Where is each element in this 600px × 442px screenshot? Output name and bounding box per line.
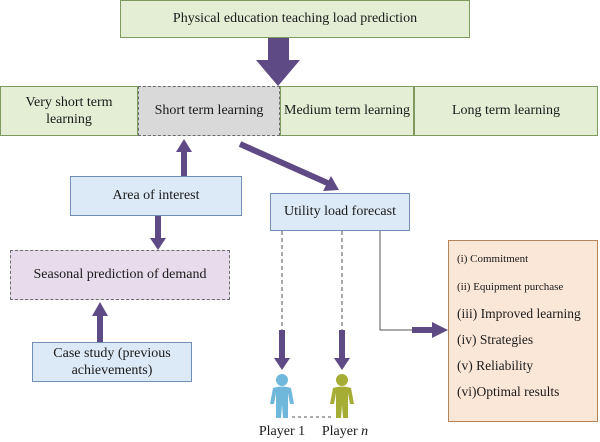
area-up-arrow	[176, 139, 192, 176]
player1-down-arrow	[274, 330, 290, 370]
player1-label: Player 1	[258, 424, 306, 439]
seasonal-prediction-label: Seasonal prediction of demand	[33, 267, 207, 283]
area-of-interest-label: Area of interest	[112, 188, 200, 204]
playern-prefix: Player	[321, 424, 358, 439]
medium-term-label: Medium term learning	[284, 103, 410, 119]
very-short-term-box: Very short term learning	[0, 86, 138, 136]
short-term-box: Short term learning	[138, 86, 280, 136]
results-box: (i) Commitment (ii) Equipment purchase (…	[448, 240, 598, 422]
utility-to-results-line	[379, 231, 412, 331]
title-box: Physical education teaching load predict…	[120, 0, 470, 38]
long-term-box: Long term learning	[414, 86, 598, 136]
result-item: (i) Commitment	[457, 253, 529, 265]
result-item: (ii) Equipment purchase	[457, 281, 564, 294]
short-term-label: Short term learning	[154, 103, 264, 119]
playern-label: Player n	[314, 424, 376, 440]
medium-term-box: Medium term learning	[280, 86, 414, 136]
player1-figure-icon	[270, 374, 294, 418]
result-item: (vi)Optimal results	[457, 383, 560, 399]
result-item: (iv) Strategies	[457, 332, 534, 348]
short-to-utility-arrow-head	[323, 176, 339, 191]
case-study-box: Case study (previous achievements)	[32, 342, 192, 382]
area-down-arrow	[150, 216, 166, 250]
case-up-arrow	[92, 302, 108, 342]
results-arrow	[412, 322, 448, 338]
area-of-interest-box: Area of interest	[70, 176, 242, 216]
playern-figure-icon	[330, 374, 354, 418]
playern-variable: n	[361, 424, 369, 439]
utility-load-forecast-label: Utility load forecast	[284, 204, 396, 220]
result-item: (v) Reliability	[457, 357, 534, 373]
diagram-title: Physical education teaching load predict…	[172, 11, 418, 27]
short-to-utility-arrow-shaft	[238, 141, 334, 188]
very-short-term-label: Very short term learning	[25, 94, 113, 128]
seasonal-prediction-box: Seasonal prediction of demand	[10, 250, 230, 300]
long-term-label: Long term learning	[451, 103, 561, 119]
utility-load-forecast-box: Utility load forecast	[270, 193, 410, 231]
case-study-label: Case study (previous achievements)	[53, 345, 171, 379]
playern-down-arrow	[334, 330, 350, 370]
title-down-arrow	[256, 38, 300, 86]
result-item: (iii) Improved learning	[457, 306, 581, 322]
